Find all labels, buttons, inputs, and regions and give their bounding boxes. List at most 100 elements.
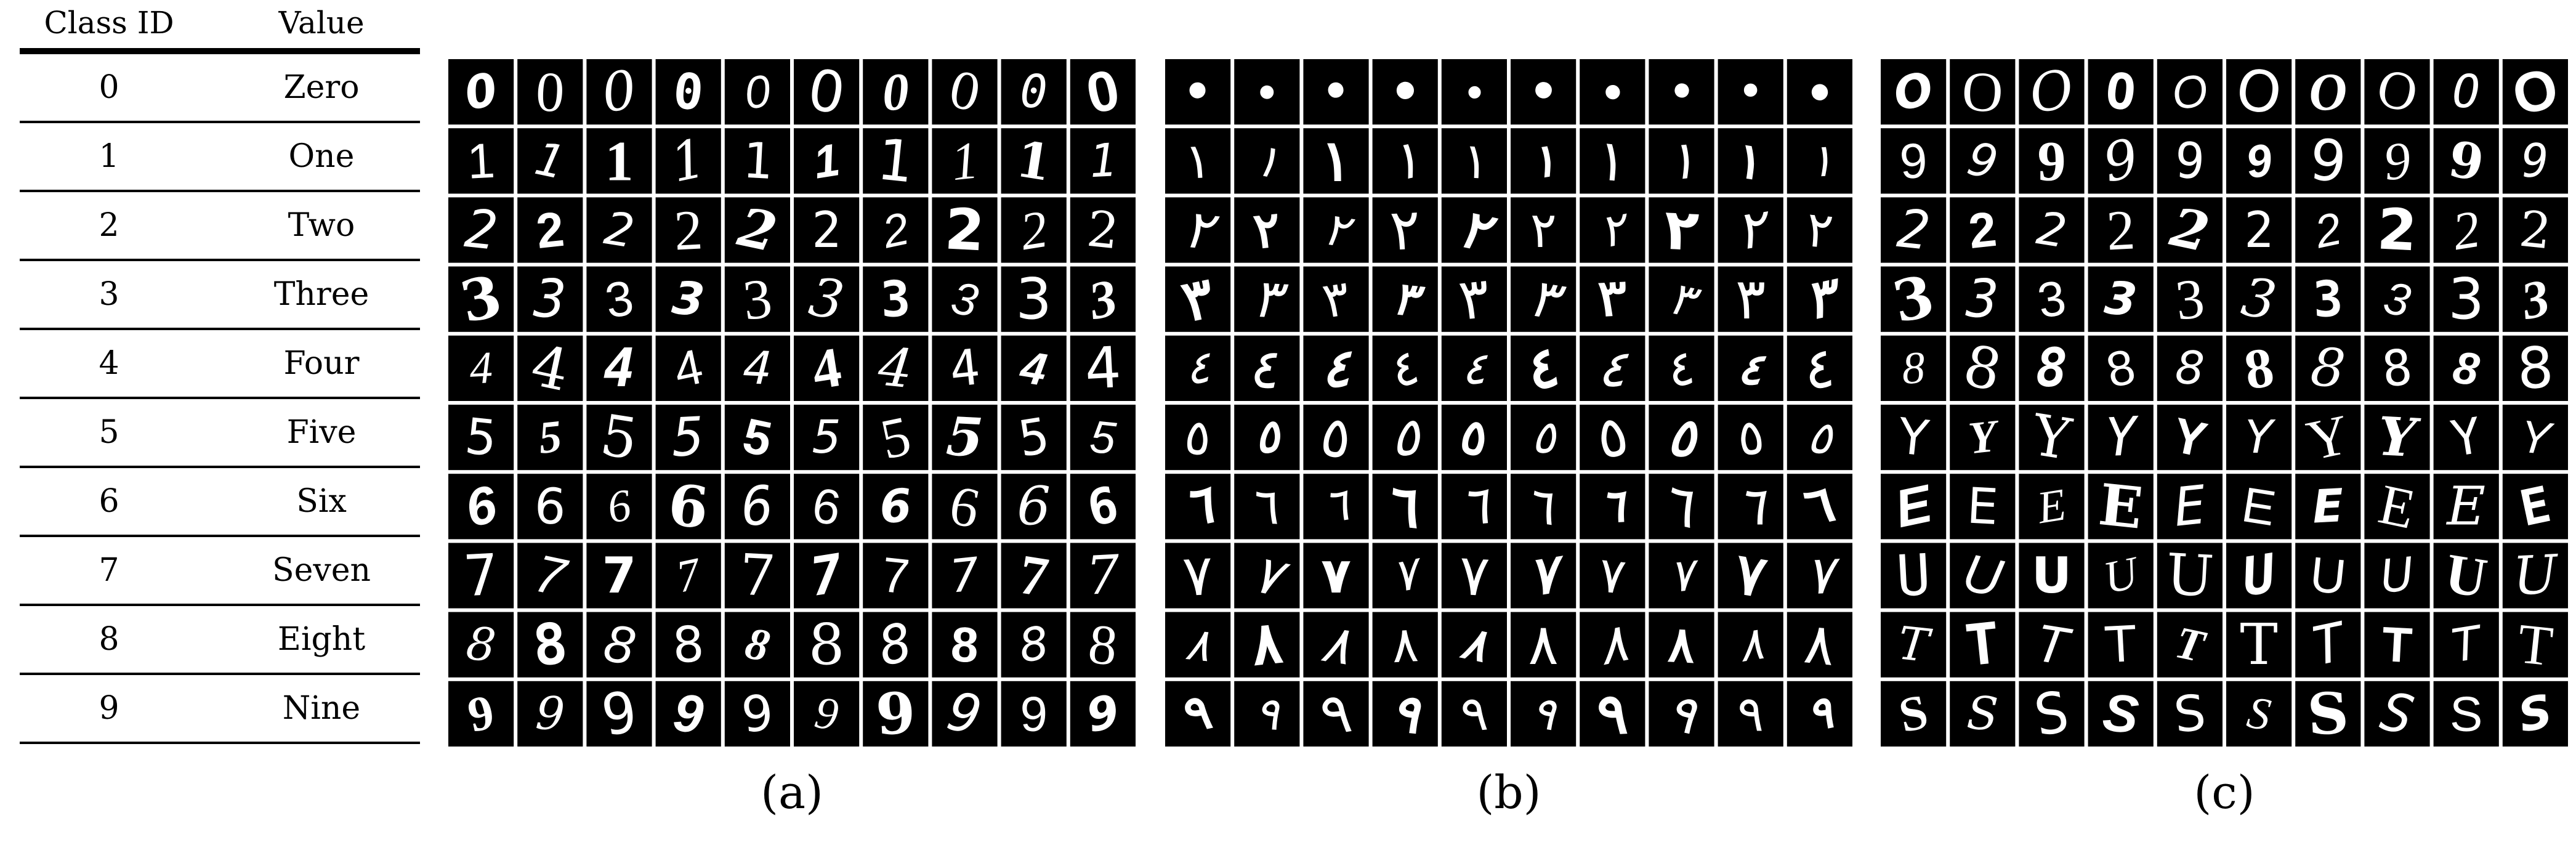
sample-image: ٦	[1649, 472, 1714, 540]
sample-image: 2	[2088, 197, 2154, 263]
sample-image: ٩	[1441, 681, 1507, 747]
sample-image: 3	[863, 266, 929, 332]
sample-image: ٤	[1787, 334, 1852, 402]
sample-image: U	[2226, 543, 2292, 609]
sample-image: ٨	[1165, 612, 1231, 678]
sample-image: 3	[2364, 266, 2430, 332]
sample-image: 9	[2157, 128, 2223, 194]
sample-image: ٣	[1165, 264, 1231, 335]
sample-image: 8	[794, 612, 860, 678]
digit-glyph: 3	[1015, 266, 1052, 332]
sample-image: ٣	[1718, 266, 1783, 332]
sample-image: ٨	[1580, 611, 1645, 678]
sample-image: ٦	[1787, 474, 1852, 540]
class-id-cell: 7	[99, 552, 119, 589]
digit-glyph: ٤	[1803, 334, 1836, 402]
digit-glyph: ٧	[1596, 547, 1628, 604]
digit-glyph: T	[2240, 612, 2277, 678]
sample-image: 2	[586, 197, 652, 263]
sample-image: S	[2502, 681, 2568, 747]
digit-glyph: ٦	[1737, 476, 1767, 537]
sample-image: 9	[1950, 128, 2016, 194]
digit-glyph: •	[1256, 60, 1279, 124]
sample-image: 4	[932, 335, 998, 401]
table-header: Class ID Value	[20, 5, 420, 48]
digit-glyph: O	[2232, 59, 2286, 128]
value-cell: Zero	[283, 69, 360, 106]
digit-glyph: •	[1387, 62, 1423, 122]
sample-image: ٢	[1649, 196, 1714, 264]
sample-image: U	[1881, 542, 1947, 609]
sample-image: 3	[517, 266, 583, 332]
sample-image: 2	[2295, 197, 2361, 263]
sample-image: 3	[724, 267, 790, 332]
digit-glyph: 8	[809, 612, 845, 678]
digit-glyph: 9	[2520, 134, 2550, 188]
sample-image: Y	[2502, 405, 2568, 471]
sample-image: ٤	[1165, 335, 1231, 401]
digit-glyph: ٤	[1320, 338, 1352, 399]
sample-image: ٩	[1165, 681, 1231, 747]
sample-image: ٨	[1303, 612, 1369, 678]
sample-image: ٥	[1580, 403, 1645, 471]
sample-image: 6	[517, 474, 583, 540]
sample-image: 3	[2019, 266, 2085, 332]
digit-glyph: 2	[2105, 198, 2136, 262]
digit-glyph: ٥	[1666, 405, 1700, 469]
sample-image: ٦	[1303, 474, 1369, 540]
digit-glyph: 3	[2102, 271, 2139, 327]
sample-image: ١	[1511, 128, 1577, 194]
sample-image: ٣	[1649, 266, 1714, 332]
sample-image: 4	[794, 335, 860, 402]
sample-image: 1	[1070, 128, 1136, 194]
digit-glyph: U	[2032, 547, 2072, 604]
digit-glyph: 7	[602, 547, 637, 604]
digit-glyph: ٤	[1461, 341, 1488, 395]
digit-glyph: S	[1966, 687, 2000, 742]
sample-image: 1	[517, 128, 583, 194]
digit-glyph: 2	[943, 196, 987, 264]
sample-image: 7	[794, 543, 860, 609]
digit-glyph: ١	[1321, 129, 1351, 192]
sample-image: O	[2502, 59, 2568, 127]
digit-glyph: T	[2381, 617, 2414, 673]
sample-image: ٧	[1580, 543, 1645, 609]
digit-glyph: E	[2445, 476, 2485, 537]
digit-glyph: ٢	[1663, 196, 1701, 264]
digit-glyph: ٣	[1596, 270, 1629, 328]
digit-glyph: 1	[948, 130, 981, 192]
sample-image: S	[2088, 681, 2154, 747]
sample-image: 9	[932, 681, 998, 747]
value-cell: Two	[288, 207, 355, 244]
sample-image: •	[1787, 59, 1852, 124]
sample-image: ٨	[1511, 612, 1577, 678]
sample-image: 3	[2157, 267, 2223, 332]
sample-image: 2	[863, 197, 929, 263]
digit-glyph: 1	[466, 133, 496, 189]
sample-image: ٥	[1165, 405, 1231, 471]
digit-glyph: 8	[671, 615, 706, 674]
sample-image: Y	[2088, 405, 2154, 471]
sample-image: 6	[1001, 474, 1067, 540]
sample-image: O	[2088, 59, 2154, 125]
sample-image: ٦	[1511, 474, 1577, 540]
sample-image: ٦	[1165, 474, 1231, 540]
sample-image: •	[1511, 59, 1577, 127]
sample-image: ٩	[1303, 679, 1369, 747]
digit-glyph: ٣	[1456, 266, 1493, 332]
sample-image: ٧	[1787, 543, 1852, 609]
sample-image: 9	[1881, 128, 1947, 194]
digit-glyph: S	[2171, 684, 2208, 744]
digit-glyph: O	[2170, 65, 2210, 119]
digit-glyph: ٦	[1455, 474, 1494, 539]
sample-image: 8	[2295, 335, 2361, 401]
digit-glyph: ٥	[1182, 408, 1214, 468]
sample-image: ١	[1649, 128, 1714, 194]
sample-image: ١	[1441, 128, 1507, 194]
digit-glyph: 7	[879, 547, 913, 604]
